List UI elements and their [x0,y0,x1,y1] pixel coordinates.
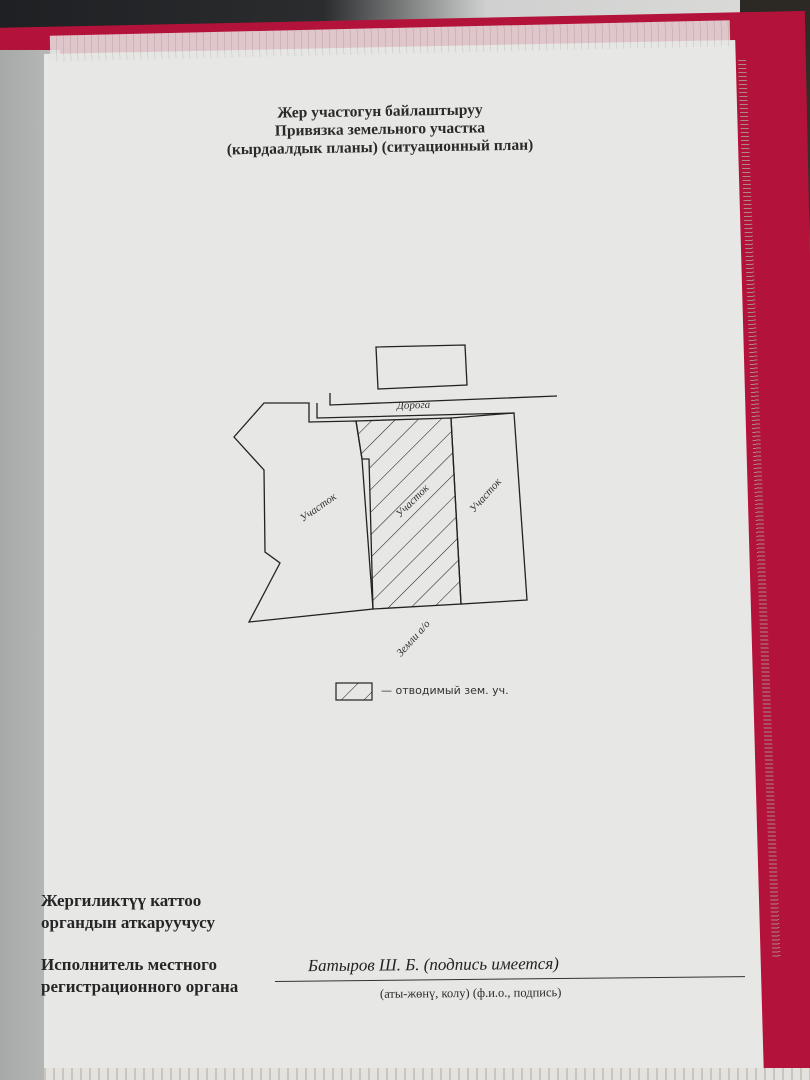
executor-label-ru-line1: Исполнитель местного [41,955,217,974]
executor-label-ru-line2: регистрационного органа [41,977,239,996]
building-outline [375,344,468,390]
stitching-bottom [44,1068,810,1080]
executor-label-ky-line1: Жергиликтүү каттоо [41,891,202,910]
right-plot-outline [450,412,528,605]
right-plot-label: Участок [467,475,504,515]
road-upper-line [329,393,558,406]
executor-label-ru: Исполнитель местного регистрационного ор… [41,954,238,998]
legend-hatch-swatch [335,682,373,701]
bottom-lands-label: Земли а/о [394,618,433,659]
road-lower-line [316,403,515,419]
legend-text: — отводимый зем. уч. [381,684,509,697]
road-label: Дорога [396,399,431,412]
left-plot-outline [233,402,374,623]
left-plot-label: Участок [298,490,340,524]
executor-label-ky-line2: органдын аткаруучусу [41,913,215,932]
signature-caption: (аты-жөнү, колу) (ф.и.о., подпись) [379,985,562,1001]
signature-value: Батыров Ш. Б. (подпись имеется) [307,953,559,976]
executor-label-ky: Жергиликтүү каттоо органдын аткаруучусу [41,890,215,934]
